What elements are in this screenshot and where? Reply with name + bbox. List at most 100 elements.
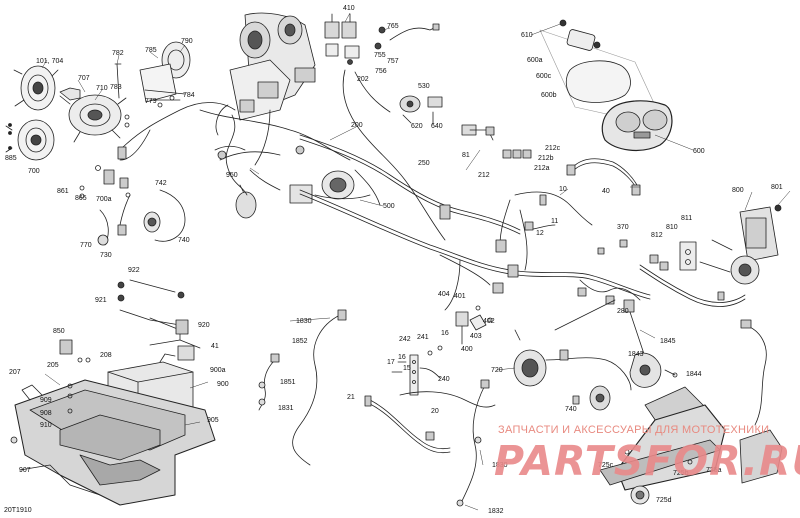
part-callout-label: 17 <box>387 359 395 366</box>
part-callout-label: 212c <box>545 145 561 152</box>
part-callout-label: 755 <box>374 52 386 59</box>
part-callout-label: 785 <box>145 47 157 54</box>
harness-20 <box>364 391 496 454</box>
part-callout-label: 909 <box>40 397 52 404</box>
part-callout-label: 241 <box>417 334 429 341</box>
part-callout-label: 765 <box>387 23 399 30</box>
part-callout-label: 242 <box>399 336 411 343</box>
switch-group-410 <box>324 13 446 241</box>
bracket-780 <box>114 41 191 128</box>
part-callout-label: 11 <box>551 218 559 225</box>
light-bar-725 <box>599 386 783 505</box>
part-callout-label: 1843 <box>628 351 644 358</box>
part-callout-label: 10 <box>559 186 567 193</box>
bracket-240 <box>391 345 443 396</box>
motor-assembly-710 <box>59 87 127 143</box>
part-callout-label: 20 <box>431 408 439 415</box>
taillight-1843 <box>629 319 767 426</box>
cable-250 <box>299 134 521 235</box>
part-callout-label: 783 <box>110 84 122 91</box>
part-callout-label: 16 <box>441 330 449 337</box>
part-callout-label: 40 <box>602 188 610 195</box>
part-callout-label: 784 <box>183 92 195 99</box>
part-callout-label: 811 <box>681 215 693 222</box>
part-callout-label: 403 <box>470 333 482 340</box>
part-callout-label: 908 <box>40 410 52 417</box>
part-callout-label: 1851 <box>280 379 296 386</box>
part-callout-label: 101, 704 <box>36 58 64 65</box>
watermark-tagline: ЗАПЧАСТИ И АКСЕССУАРЫ ДЛЯ МОТОТЕХНИКИ <box>498 424 770 436</box>
part-callout-label: 240 <box>438 376 450 383</box>
wire-harness-top-left <box>79 102 236 246</box>
headlamp-800 <box>639 204 782 307</box>
part-callout-label: 202 <box>357 76 369 83</box>
part-callout-label: 905 <box>207 417 219 424</box>
part-callout-label: 770 <box>80 242 92 249</box>
part-callout-label: 756 <box>375 68 387 75</box>
part-callout-label: 212a <box>534 165 550 172</box>
headlight-assembly-left <box>5 65 59 161</box>
part-callout-label: 1845 <box>660 338 676 345</box>
part-callout-label: 600c <box>536 73 552 80</box>
part-callout-label: 810 <box>666 224 678 231</box>
headlight-720 <box>513 349 632 411</box>
harness-40 <box>566 158 641 196</box>
part-callout-label: 950 <box>226 172 238 179</box>
gauge-cluster-600 <box>539 19 673 152</box>
part-callout-label: 885 <box>5 155 17 162</box>
part-callout-label: 205 <box>47 362 59 369</box>
main-harness-cluster <box>199 12 381 219</box>
part-callout-label: 725c <box>598 462 614 469</box>
part-callout-label: 401 <box>454 293 466 300</box>
part-callout-label: 812 <box>651 232 663 239</box>
part-callout-label: 81 <box>462 152 470 159</box>
part-callout-label: 900 <box>217 381 229 388</box>
part-callout-label: 41 <box>211 343 219 350</box>
battery-tray-905 <box>10 379 216 506</box>
part-callout-label: 790 <box>181 38 193 45</box>
switch-group-530 <box>399 95 532 159</box>
part-callout-label: 400 <box>461 346 473 353</box>
leader-lines <box>41 12 791 511</box>
part-callout-label: 725b <box>673 470 689 477</box>
part-callout-label: 208 <box>100 352 112 359</box>
part-callout-label: 212b <box>538 155 554 162</box>
part-callout-label: 921 <box>95 297 107 304</box>
part-callout-label: 530 <box>418 83 430 90</box>
part-callout-label: 402 <box>483 318 495 325</box>
part-callout-label: 710 <box>96 85 108 92</box>
part-callout-label: 740 <box>178 237 190 244</box>
part-callout-label: 850 <box>53 328 65 335</box>
part-callout-label: 280 <box>617 308 629 315</box>
watermark-brand: PARTSFOR.RU <box>494 437 800 485</box>
part-callout-label: 725a <box>706 467 722 474</box>
part-callout-label: 1830 <box>492 462 508 469</box>
part-callout-label: 207 <box>9 369 21 376</box>
part-callout-label: 1830 <box>296 318 312 325</box>
part-callout-label: 865 <box>75 195 87 202</box>
part-callout-label: 910 <box>40 422 52 429</box>
part-callout-label: 404 <box>438 291 450 298</box>
part-callout-label: 250 <box>418 160 430 167</box>
part-callout-label: 12 <box>536 230 544 237</box>
part-callout-label: 861 <box>57 188 69 195</box>
part-callout-label: 1844 <box>686 371 702 378</box>
part-callout-label: 900a <box>210 367 226 374</box>
part-callout-label: 600b <box>541 92 557 99</box>
part-callout-label: 742 <box>155 180 167 187</box>
sensor-cables <box>258 309 490 507</box>
part-callout-label: 720 <box>491 367 503 374</box>
part-callout-label: 370 <box>617 224 629 231</box>
connector-370 <box>597 239 669 271</box>
part-callout-label: 620 <box>411 123 423 130</box>
document-code: 20T1910 <box>4 507 32 514</box>
part-callout-label: 500 <box>383 203 395 210</box>
battery-harness-920 <box>59 279 201 363</box>
part-callout-label: 907 <box>19 467 31 474</box>
part-callout-label: 757 <box>387 58 399 65</box>
harness-10 <box>514 191 593 226</box>
part-callout-label: 600a <box>527 57 543 64</box>
part-callout-label: 1832 <box>488 508 504 515</box>
part-callout-label: 410 <box>343 5 355 12</box>
